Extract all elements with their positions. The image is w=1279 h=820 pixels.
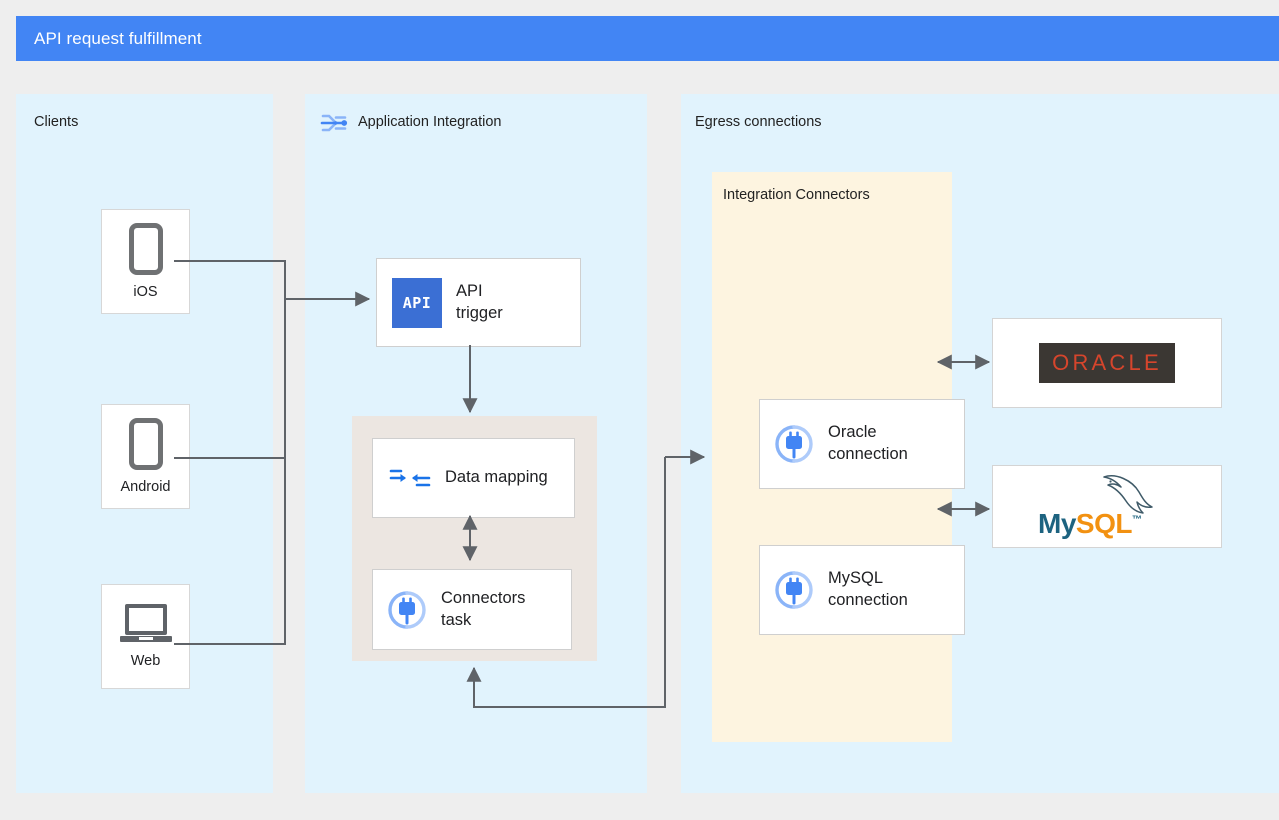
client-card-web[interactable]: Web: [101, 584, 190, 689]
client-label-web: Web: [130, 653, 161, 669]
page-title: API request fulfillment: [34, 28, 202, 48]
node-oracle-connection-label: Oracle connection: [828, 423, 908, 463]
phone-icon: [128, 223, 163, 275]
mysql-logo-trademark: ™: [1131, 514, 1142, 526]
application-integration-icon: [320, 114, 348, 132]
data-mapping-icon: [389, 469, 431, 487]
panel-integration-connectors-title: Integration Connectors: [723, 187, 870, 203]
mysql-logo-text-sql: SQL: [1075, 507, 1133, 539]
connector-plug-icon: [388, 590, 426, 629]
client-card-android[interactable]: Android: [101, 404, 190, 509]
client-label-android: Android: [120, 479, 171, 495]
node-connectors-task[interactable]: Connectors task: [372, 569, 572, 650]
integration-flow-group: Data mapping Connectors task: [352, 416, 597, 661]
dolphin-icon: [1103, 474, 1153, 514]
oracle-logo: ORACLE: [1039, 343, 1175, 383]
node-mysql-connection[interactable]: MySQL connection: [759, 545, 965, 635]
connector-plug-icon: [775, 571, 813, 609]
node-api-trigger[interactable]: API API trigger: [376, 258, 581, 347]
node-mysql-connection-label: MySQL connection: [828, 569, 908, 609]
panel-egress-title: Egress connections: [695, 114, 822, 130]
panel-egress-connections: Egress connections Integration Connector…: [681, 94, 1279, 793]
panel-clients: Clients iOS Android Web: [16, 94, 273, 793]
diagram-title-bar: API request fulfillment: [16, 16, 1279, 61]
panel-application-integration-title: Application Integration: [358, 114, 502, 130]
connector-plug-icon: [775, 425, 813, 463]
backend-mysql: MySQL™: [992, 465, 1222, 548]
node-data-mapping[interactable]: Data mapping: [372, 438, 575, 518]
node-data-mapping-label: Data mapping: [445, 468, 548, 487]
mysql-logo: MySQL™: [1032, 474, 1182, 540]
panel-application-integration: Application Integration API API trigger: [305, 94, 647, 793]
oracle-logo-text: ORACLE: [1052, 350, 1162, 375]
panel-clients-title: Clients: [34, 114, 79, 130]
phone-icon: [128, 418, 163, 470]
mysql-logo-text-my: My: [1038, 507, 1076, 539]
node-oracle-connection[interactable]: Oracle connection: [759, 399, 965, 489]
client-card-ios[interactable]: iOS: [101, 209, 190, 314]
node-connectors-task-label: Connectors task: [441, 588, 526, 629]
laptop-icon: [119, 604, 172, 644]
backend-oracle: ORACLE: [992, 318, 1222, 408]
mysql-logo-text: MySQL™: [1038, 507, 1142, 540]
node-api-trigger-label: API trigger: [456, 281, 503, 322]
api-icon: API: [392, 277, 442, 328]
api-icon-text: API: [402, 293, 432, 312]
panel-integration-connectors: Integration Connectors Oracle connection: [712, 172, 965, 742]
client-label-ios: iOS: [133, 284, 158, 300]
